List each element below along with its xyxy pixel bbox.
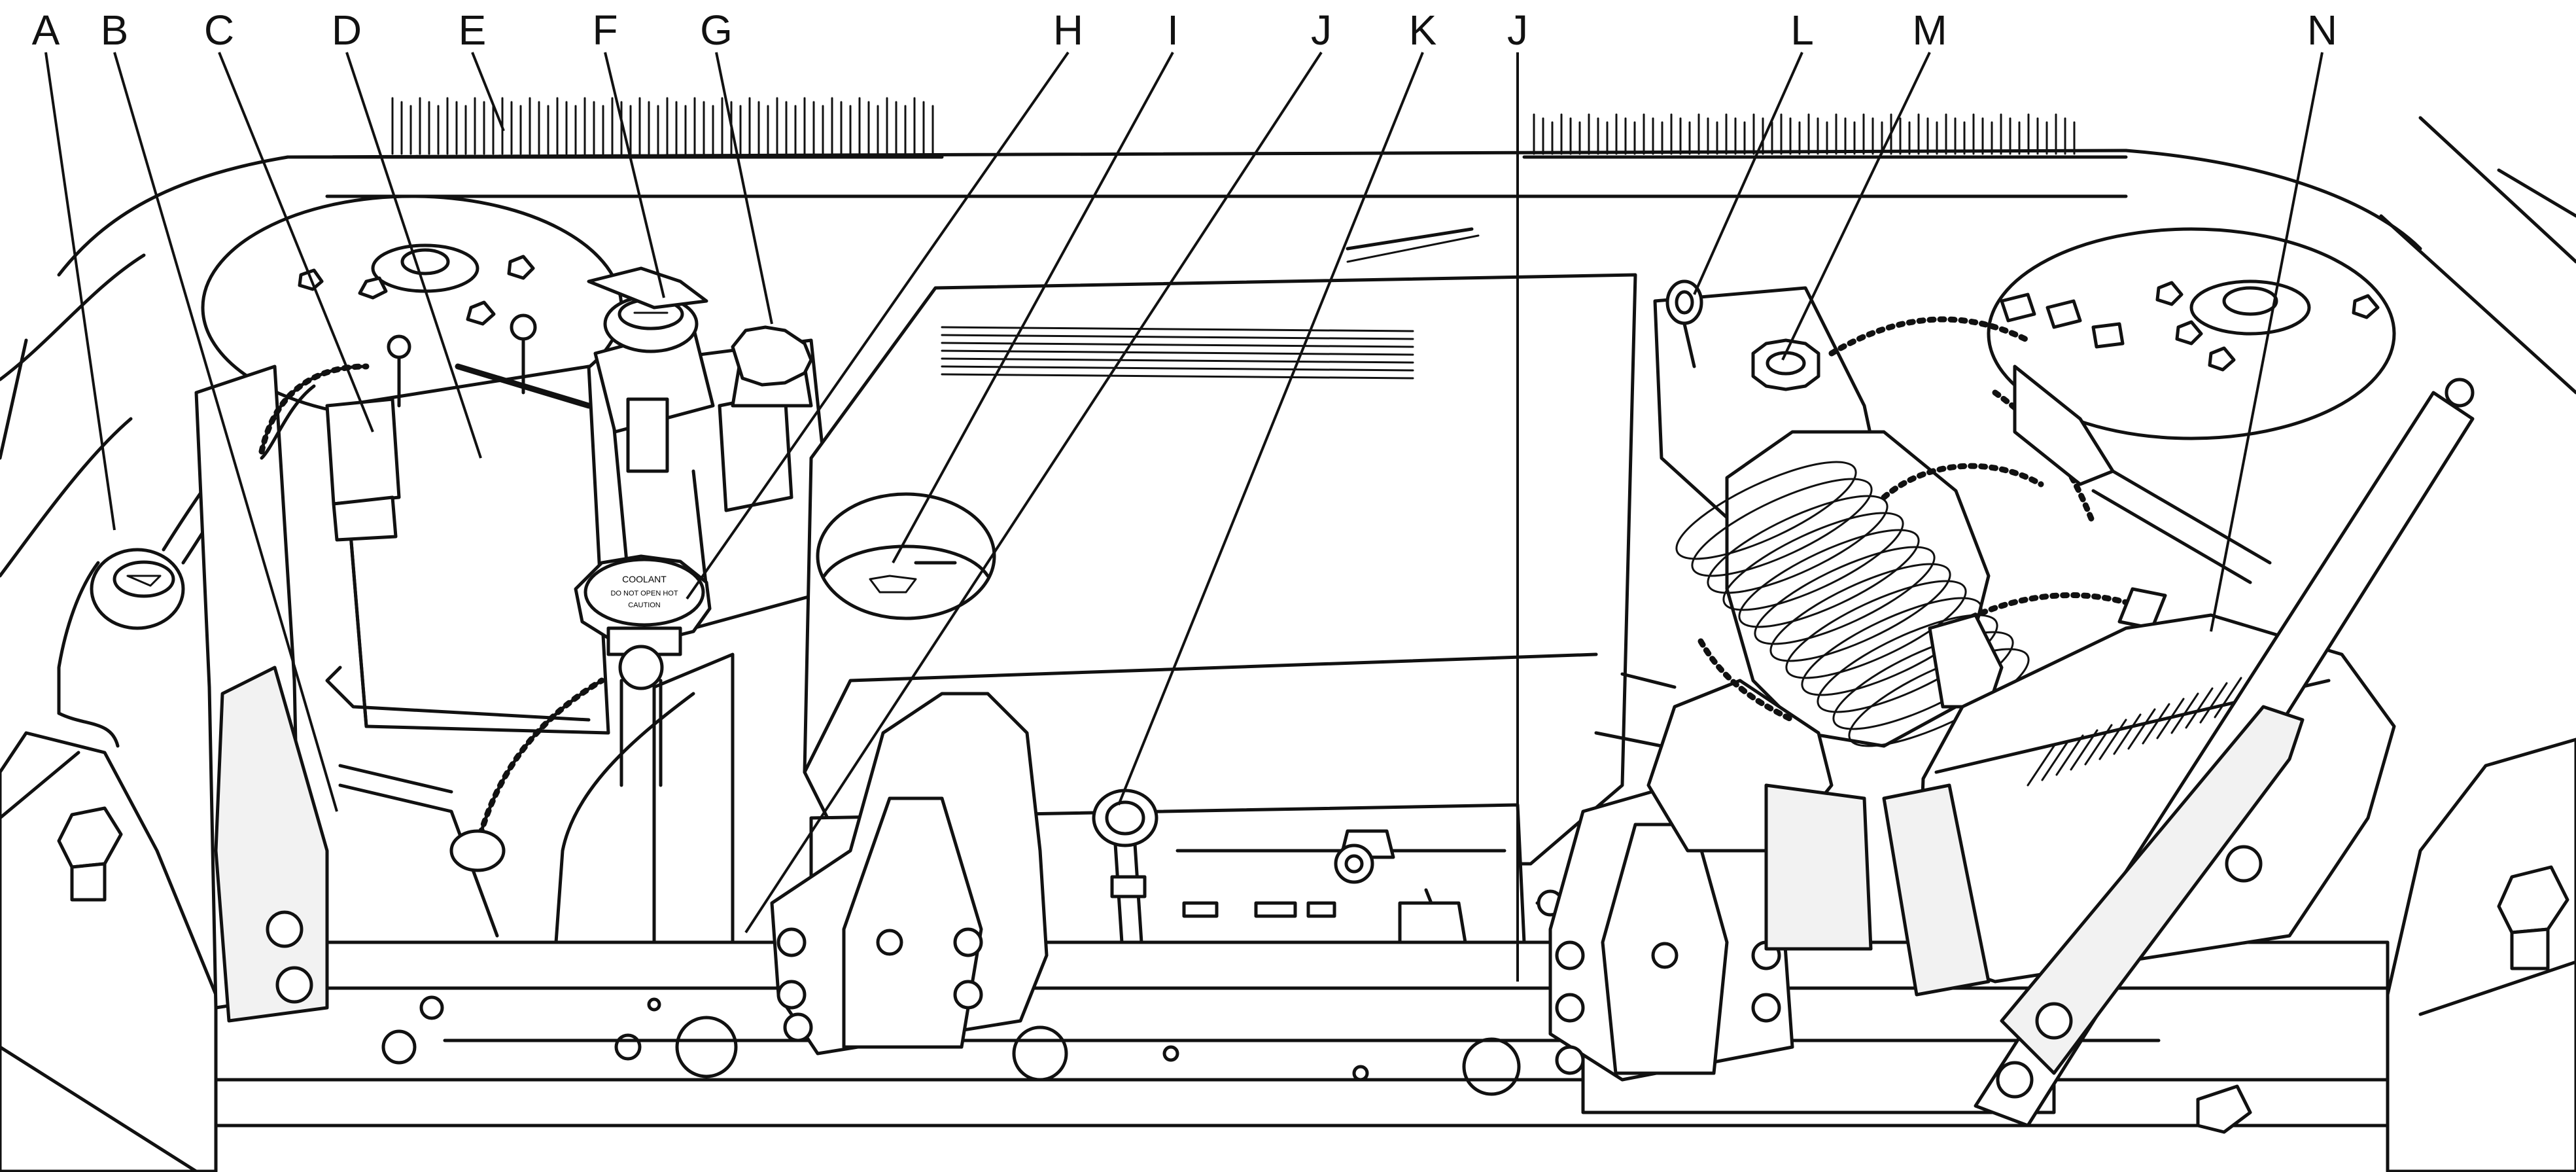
callout-d: D [332, 7, 482, 459]
wire-harness-right [1697, 293, 2272, 723]
fuse-block [260, 384, 401, 542]
callout-letter-i: I [1167, 7, 1179, 54]
callout-letter-f: F [592, 7, 618, 54]
callout-letter-j1: J [1311, 7, 1332, 54]
engine-mount-left [770, 692, 1049, 1056]
callout-letter-k: K [1409, 7, 1437, 54]
callout-k: K [1117, 7, 1437, 806]
cap-text-caution: CAUTION [628, 601, 661, 609]
right-brace [1974, 378, 2475, 1134]
callout-j1: J [744, 7, 1332, 934]
callout-letter-g: G [700, 7, 733, 54]
callout-letter-l: L [1790, 7, 1814, 54]
callout-n: N [2210, 7, 2337, 632]
callout-letter-m: M [1912, 7, 1947, 54]
right-strut-tower [1987, 227, 2396, 440]
callout-a: A [32, 7, 116, 531]
transmission-dipstick [1665, 279, 1703, 368]
callout-letter-c: C [204, 7, 234, 54]
callout-i: I [892, 7, 1179, 563]
callout-g: G [700, 7, 773, 325]
right-fender [2386, 737, 2576, 1172]
callout-letter-j2: J [1507, 7, 1528, 54]
cowl-grille-right [1533, 113, 2076, 155]
callout-f: F [592, 7, 665, 298]
air-intake-duct [1594, 286, 2030, 951]
engine-oil-cap-right [1751, 338, 1820, 391]
power-steering-reservoir [731, 325, 813, 408]
callout-letter-e: E [459, 7, 487, 54]
callout-letter-n: N [2307, 7, 2337, 54]
callout-c: C [204, 7, 374, 433]
callout-h: H [686, 7, 1083, 600]
callout-m: M [1781, 7, 1947, 361]
radiator-support [214, 940, 2390, 1128]
callout-letter-d: D [332, 7, 362, 54]
callout-j2: J [1507, 7, 1528, 982]
callout-letter-b: B [101, 7, 129, 54]
left-fender [0, 731, 218, 1172]
callout-b: B [101, 7, 338, 812]
callout-e: E [459, 7, 505, 132]
cap-text-coolant: COOLANT [622, 574, 667, 584]
brake-fluid-reservoir [587, 266, 715, 473]
cowl-grille-left [391, 97, 934, 155]
coolant-pressure-cap: COOLANT DO NOT OPEN HOT CAUTION [574, 554, 712, 787]
support-bolts [381, 1012, 1585, 1075]
left-brace [194, 364, 499, 1023]
battery [325, 313, 610, 735]
left-strut-tower [201, 194, 623, 421]
callout-letter-a: A [32, 7, 60, 54]
callout-l: L [1693, 7, 1814, 295]
power-steering-cap [731, 325, 813, 387]
callout-letter-h: H [1053, 7, 1083, 54]
oil-fill-cap [816, 492, 996, 620]
cap-text-warning: DO NOT OPEN HOT [610, 590, 678, 597]
